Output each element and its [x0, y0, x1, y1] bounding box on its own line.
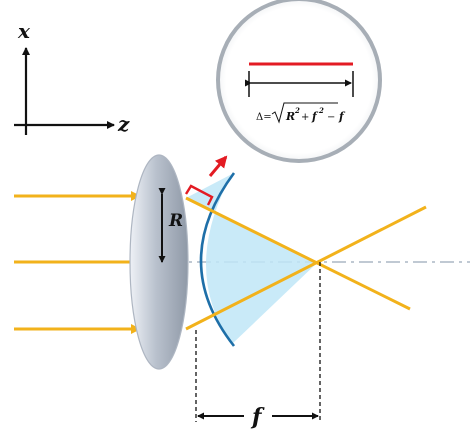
delta-R-exp: 2 [294, 106, 300, 115]
radius-label: R [168, 211, 183, 231]
focal-length-label: f [250, 404, 265, 430]
red-right-angle-marker [184, 155, 228, 206]
refracted-rays [185, 196, 427, 331]
wavefront-arc [199, 172, 236, 347]
refracted-ray-top [185, 196, 411, 311]
delta-f: f [311, 110, 319, 123]
inset-magnifier: Δ= R 2 + f 2 − f [216, 0, 382, 163]
focusing-cone [186, 174, 318, 344]
focal-length-dimension: f [195, 262, 321, 430]
delta-R: R [285, 110, 295, 123]
x-axis-label: x [17, 19, 31, 43]
lens [129, 154, 189, 370]
delta-formula: Δ= R 2 + f 2 − f [256, 102, 346, 124]
delta-minus: − [327, 112, 335, 123]
delta-plus: + [301, 112, 309, 123]
coordinate-axes: x z [14, 19, 130, 136]
delta-prefix: Δ= [256, 112, 272, 123]
normal-direction-arrow [208, 155, 228, 177]
inset-circle [216, 0, 382, 163]
delta-f-last: f [338, 110, 346, 123]
incident-rays [14, 191, 141, 334]
sqrt-sign [271, 102, 338, 124]
delta-f-exp: 2 [318, 106, 324, 115]
right-angle-bracket [184, 184, 214, 206]
z-axis-label: z [117, 112, 130, 136]
refracted-ray-bottom [185, 205, 427, 331]
